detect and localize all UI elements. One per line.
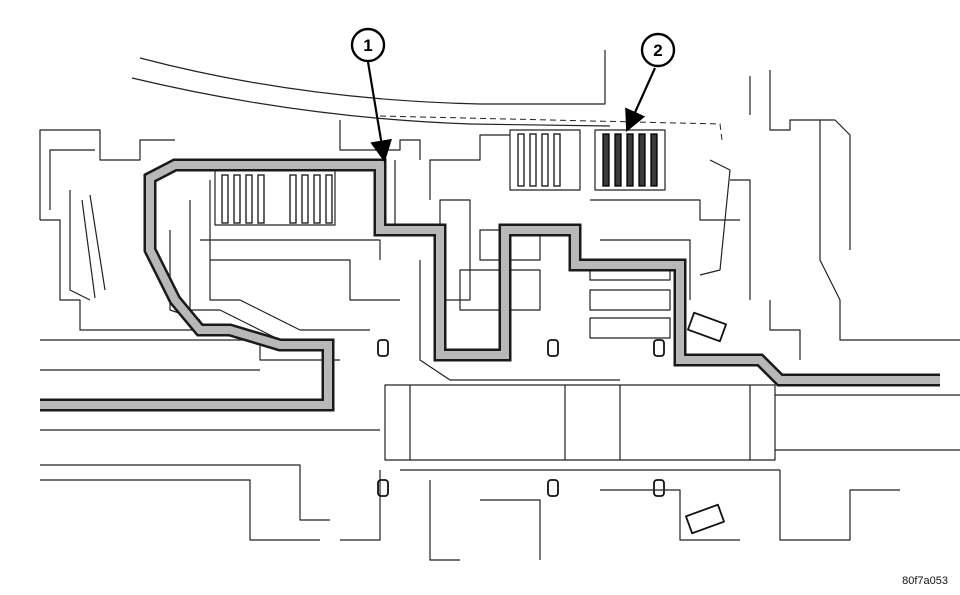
- right-internals: [589, 159, 801, 535]
- fluid-flow-path-1: [40, 158, 940, 412]
- figure-id: 80f7a053: [902, 575, 948, 587]
- callout-2-label: 2: [653, 41, 662, 60]
- middle-clutch-pack: [509, 129, 581, 191]
- applied-clutch-pack-2: [594, 129, 666, 191]
- main-shaft: [340, 384, 960, 561]
- callout-1-label: 1: [363, 36, 372, 55]
- planetary-gearset: [377, 134, 665, 497]
- callout-2: 2: [625, 32, 676, 133]
- housing-outline: [131, 50, 960, 341]
- left-clutch-pack: [200, 120, 430, 301]
- callout-1: 1: [350, 27, 392, 163]
